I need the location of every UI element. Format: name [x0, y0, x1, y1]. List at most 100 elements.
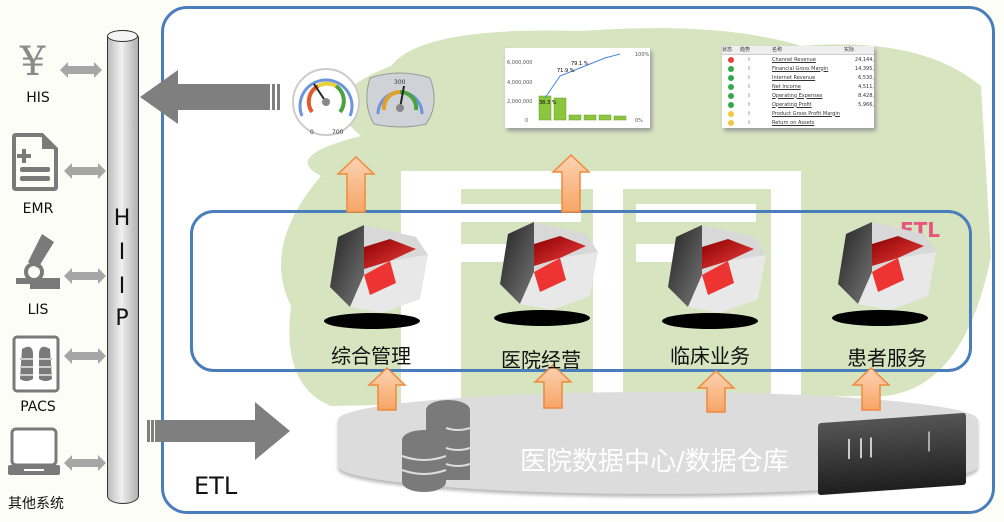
cube-shadow — [494, 310, 590, 326]
module-label: 综合管理 — [331, 344, 411, 368]
source-label: LIS — [27, 302, 49, 318]
source-pacs[interactable]: PACS — [8, 335, 68, 425]
up-arrow-icon — [336, 155, 376, 213]
kpi-header: 趋势 — [740, 47, 751, 53]
y-tick: 2,000,000 — [507, 99, 532, 105]
up-arrow-icon — [851, 366, 891, 411]
trend-up-icon: ⇧ — [746, 110, 752, 117]
up-arrow-icon — [367, 366, 407, 411]
module-label: 临床业务 — [670, 344, 750, 368]
pareto-chart-image: 6,000,000 4,000,000 2,000,000 0 100% 0% … — [505, 48, 650, 128]
status-indicator-icon — [728, 65, 734, 72]
status-indicator-icon — [728, 74, 734, 81]
medical-document-icon — [12, 133, 58, 191]
puzzle-cube-icon — [838, 222, 936, 310]
input-arrow-icon — [155, 402, 290, 460]
kpi-value: 24,144, — [854, 56, 874, 63]
data-center-label: 医院数据中心/数据仓库 — [520, 447, 789, 477]
kpi-name: Operating Expenses — [772, 92, 823, 99]
module-patient-services[interactable] — [832, 222, 938, 332]
trend-up-icon: ⇧ — [746, 65, 752, 72]
source-emr[interactable]: EMR — [8, 133, 68, 223]
status-indicator-icon — [728, 101, 734, 108]
kpi-row: ⇧ Return on Assets — [722, 118, 874, 127]
hiip-letter: I — [118, 240, 126, 265]
kpi-value: 14,395, — [854, 65, 874, 72]
hiip-letter: P — [115, 306, 129, 331]
up-arrow-icon — [533, 363, 573, 409]
kpi-value: 8,428, — [858, 92, 874, 99]
source-label: 其他系统 — [8, 496, 64, 512]
gauge-tick: 300 — [394, 79, 406, 86]
trend-up-icon: ⇧ — [746, 83, 752, 90]
kpi-row: ⇧ Operating Expenses 8,428, — [722, 91, 874, 100]
trend-up-icon: ⇧ — [746, 119, 752, 126]
kpi-header: 名称 — [772, 47, 783, 53]
kpi-name: Return on Assets — [772, 119, 815, 126]
source-other[interactable]: 其他系统 — [0, 425, 70, 515]
module-label: 患者服务 — [847, 346, 927, 370]
module-comprehensive-management[interactable] — [324, 225, 430, 335]
puzzle-cube-icon — [668, 225, 766, 313]
status-indicator-icon — [728, 56, 734, 63]
status-indicator-icon — [728, 92, 734, 99]
cube-shadow — [662, 313, 758, 329]
trend-up-icon: ⇧ — [746, 74, 752, 81]
kpi-header — [758, 46, 772, 54]
gauge-tick: 700 — [332, 129, 344, 136]
laptop-icon — [8, 427, 60, 475]
kpi-name: Net Income — [772, 83, 801, 90]
bidirectional-arrow-icon — [64, 268, 106, 284]
cube-shadow — [832, 310, 928, 326]
status-indicator-icon — [728, 110, 734, 117]
etl-layer-box — [190, 210, 972, 372]
module-clinical-business[interactable] — [662, 225, 768, 335]
kpi-header: 状态 — [722, 47, 733, 53]
data-label: 71.9 % — [557, 68, 575, 74]
bidirectional-arrow-icon — [60, 62, 102, 78]
source-label: EMR — [22, 201, 54, 217]
kpi-value: 5,966, — [858, 101, 874, 108]
kpi-header: 实际 — [844, 47, 855, 53]
kpi-name: Internet Revenue — [772, 74, 816, 81]
output-arrow-icon — [140, 70, 270, 124]
source-lis[interactable]: LIS — [8, 232, 68, 322]
y-tick: 4,000,000 — [507, 80, 532, 86]
status-indicator-icon — [728, 119, 734, 126]
source-label: HIS — [26, 90, 50, 106]
module-hospital-operations[interactable] — [494, 222, 600, 332]
data-label: 79.1 % — [571, 61, 589, 67]
kpi-row: ⇧ Product Gross Profit Margin — [722, 109, 874, 118]
kpi-value: 6,530, — [858, 74, 874, 81]
puzzle-cube-icon — [330, 225, 428, 313]
hiip-letter: H — [113, 206, 131, 231]
database-icon — [401, 400, 471, 492]
y2-tick: 0% — [635, 118, 643, 124]
bidirectional-arrow-icon — [64, 163, 106, 179]
xray-chest-icon — [12, 335, 60, 393]
up-arrow-icon — [696, 369, 736, 413]
flow-arrows — [140, 70, 290, 460]
kpi-row: ⇧ Internet Revenue 6,530, — [722, 73, 874, 82]
gauge-tick: 0 — [310, 129, 314, 136]
gauge-dashboard-image: 0 700 300 — [292, 68, 435, 136]
cube-shadow — [324, 313, 420, 329]
trend-up-icon: ⇧ — [746, 92, 752, 99]
status-indicator-icon — [728, 83, 734, 90]
kpi-name: Product Gross Profit Margin — [772, 110, 840, 117]
source-his[interactable]: ¥ HIS — [8, 40, 68, 110]
hiip-bus[interactable] — [107, 30, 139, 504]
source-connectors — [60, 62, 106, 471]
y-tick: 0 — [525, 118, 528, 124]
kpi-name: Operating Profit — [772, 101, 812, 108]
module-label: 医院经营 — [501, 348, 581, 372]
microscope-icon — [16, 234, 60, 289]
y2-tick: 100% — [635, 52, 650, 58]
